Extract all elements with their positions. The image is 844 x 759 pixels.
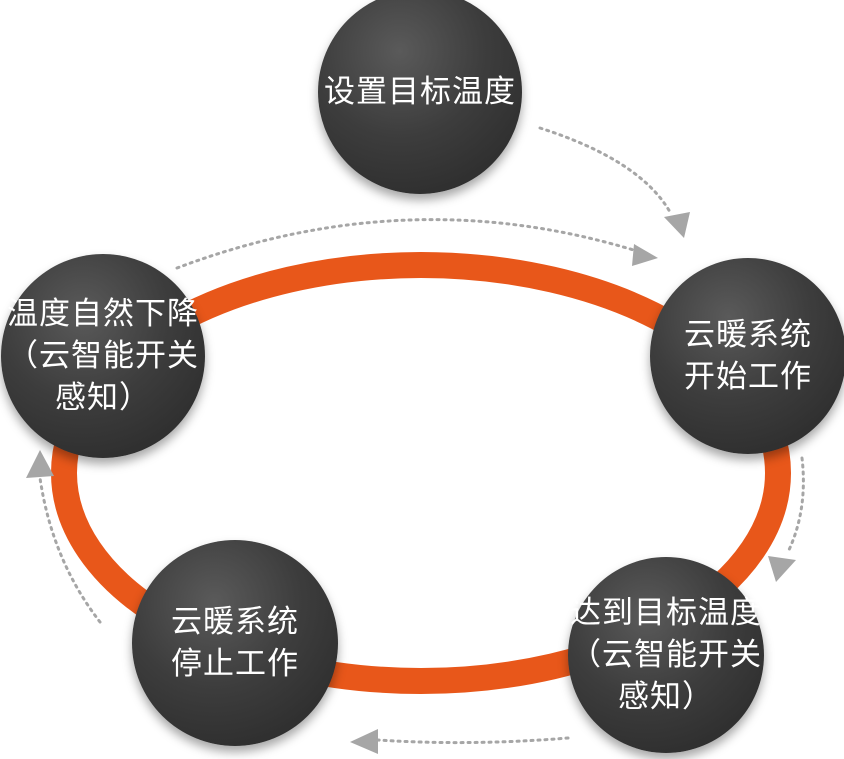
node-heating-start-text: 云暖系统 开始工作 [684,314,812,398]
node-set-target-temperature-text: 设置目标温度 [324,71,516,113]
node-line: 感知） [618,679,714,715]
node-set-target-temperature: 设置目标温度 [318,0,522,194]
node-line: （云智能开关 [7,338,199,374]
node-line: 云暖系统 [171,604,299,640]
arrowhead-reached-to-stop [350,729,378,754]
node-temperature-drop-text: 温度自然下降 （云智能开关 感知） [7,293,199,419]
arrow-start-to-reached [786,456,805,554]
arrow-reached-to-stop [376,736,570,745]
node-temperature-drop: 温度自然下降 （云智能开关 感知） [1,254,205,458]
node-heating-stop: 云暖系统 停止工作 [132,540,338,746]
node-line: （云智能开关 [570,637,762,673]
node-line: 设置目标温度 [324,74,516,110]
cycle-ring [51,252,791,694]
node-line: 云暖系统 [684,317,812,353]
node-line: 停止工作 [171,646,299,682]
node-line: 感知） [55,380,151,416]
node-line: 开始工作 [684,359,812,395]
arrowhead-set-to-start [664,212,690,238]
arrow-top-arc [175,218,642,270]
arrowhead-stop-to-drop [26,450,54,478]
node-line: 温度自然下降 [7,296,199,332]
node-heating-stop-text: 云暖系统 停止工作 [171,601,299,685]
arrowhead-top-arc [632,244,658,266]
node-line: 达到目标温度 [570,595,762,631]
arrow-stop-to-drop [38,476,102,624]
node-target-reached-text: 达到目标温度 （云智能开关 感知） [570,592,762,718]
node-target-reached: 达到目标温度 （云智能开关 感知） [568,557,764,753]
arrowhead-start-to-reached [768,556,796,582]
node-heating-start: 云暖系统 开始工作 [650,258,844,454]
arrow-set-to-start [538,126,672,214]
